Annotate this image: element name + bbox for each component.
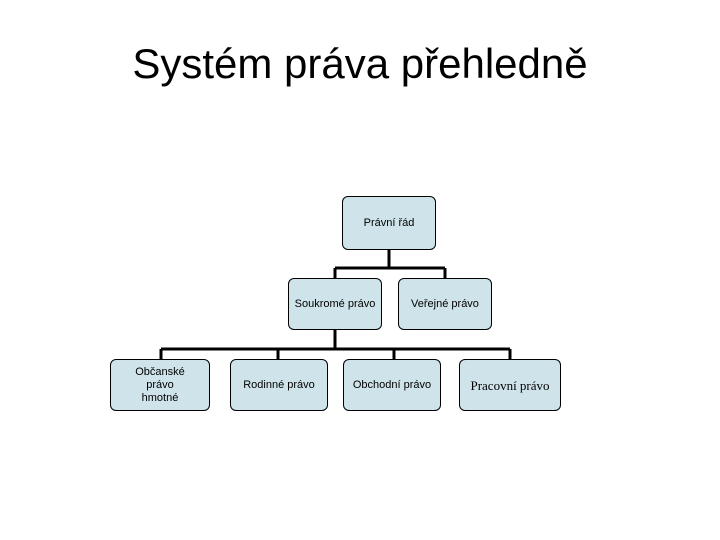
node-commercial-law: Obchodní právo	[343, 359, 441, 411]
node-public-law: Veřejné právo	[398, 278, 492, 330]
slide-title: Systém práva přehledně	[132, 40, 588, 87]
node-family-law: Rodinné právo	[230, 359, 328, 411]
node-civil-law: Občanské právo hmotné	[110, 359, 210, 411]
node-labour-law: Pracovní právo	[459, 359, 561, 411]
node-private-law: Soukromé právo	[288, 278, 382, 330]
node-legal-order: Právní řád	[342, 196, 436, 250]
